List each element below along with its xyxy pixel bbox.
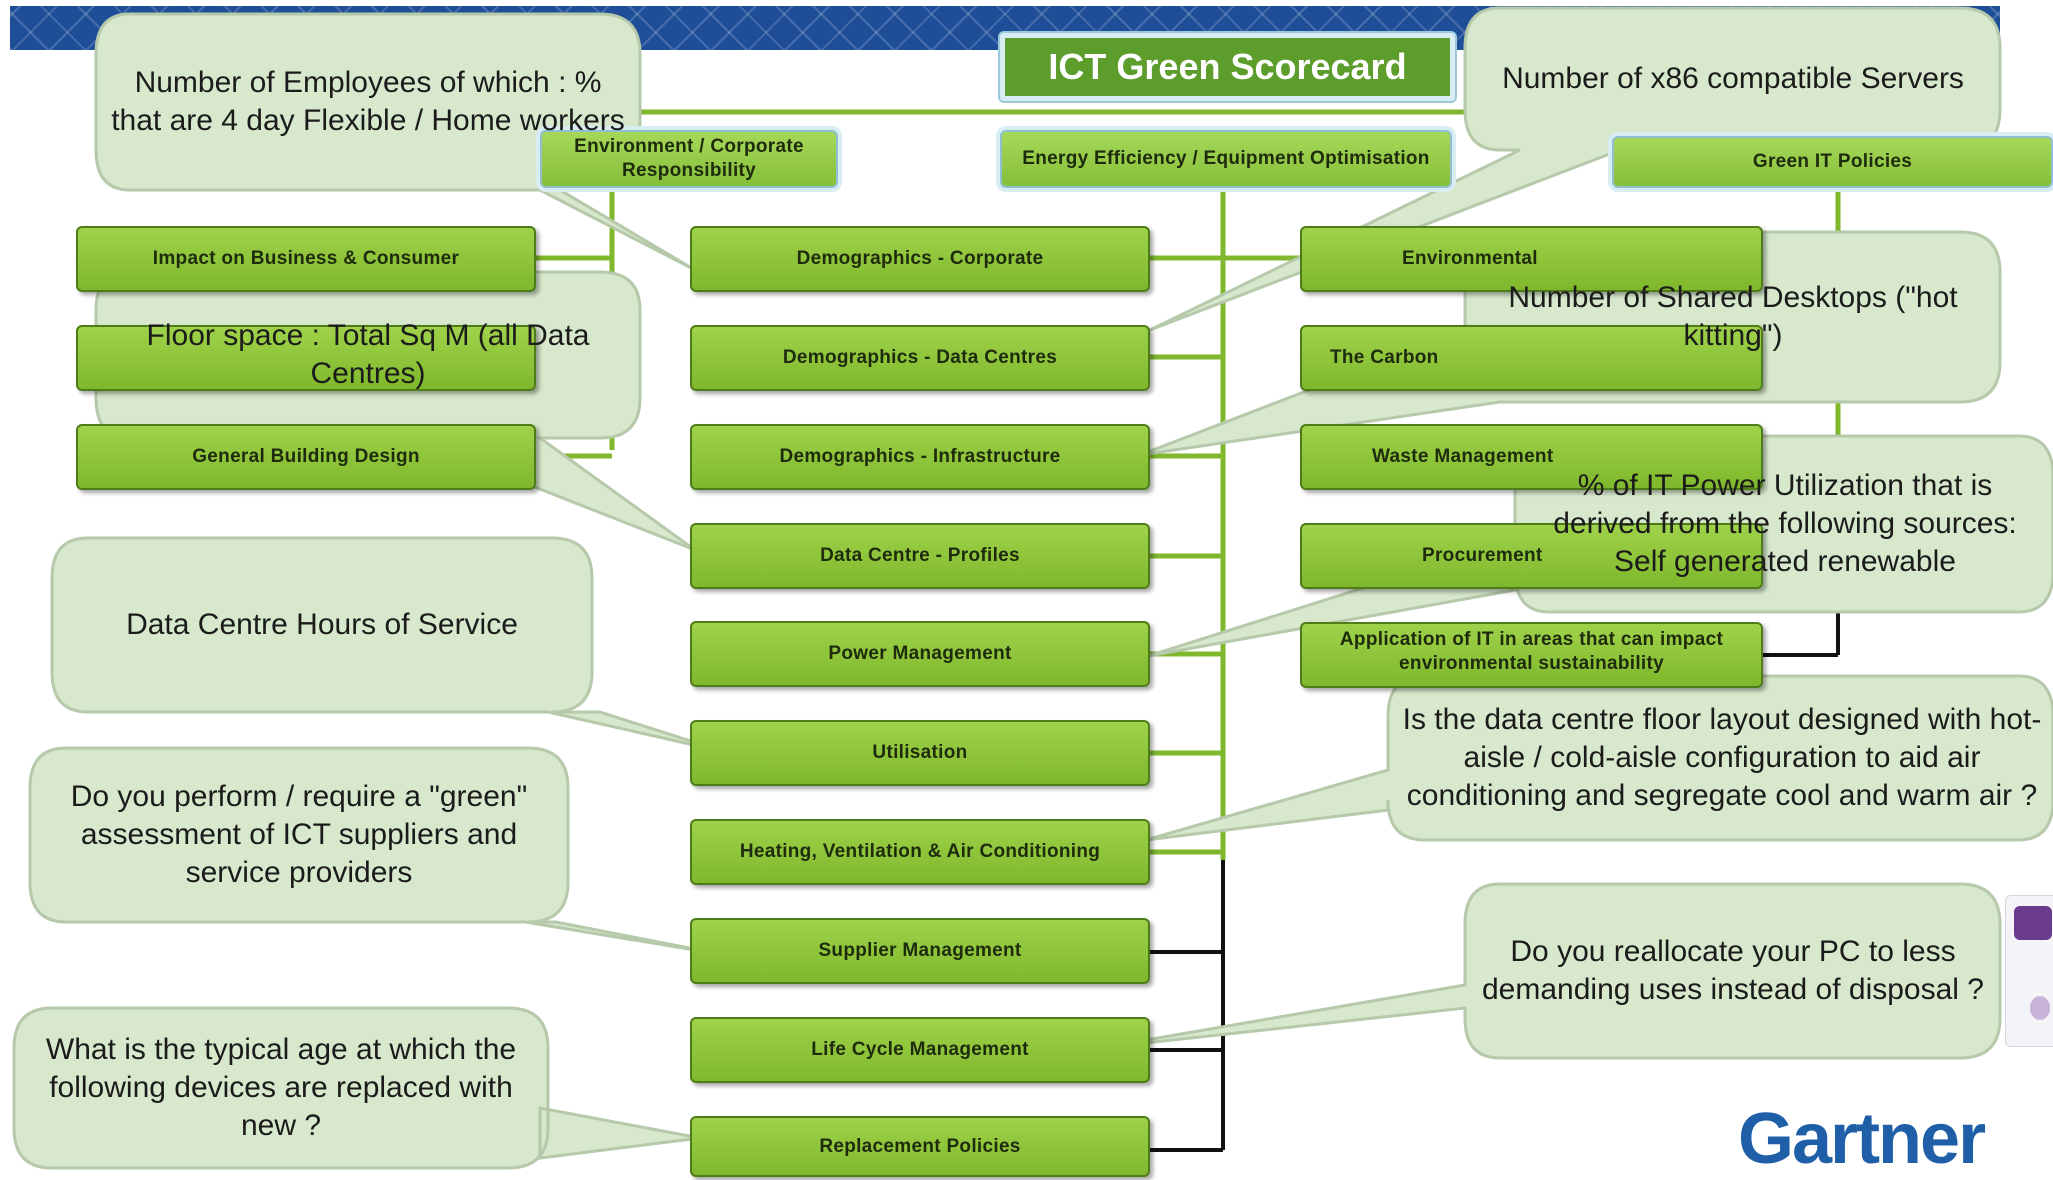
callout-hours-of-service: Data Centre Hours of Service — [126, 608, 518, 641]
header-green-it-policies: Green IT Policies — [1612, 136, 2053, 188]
center-box-replacement-policies: Replacement Policies — [690, 1116, 1150, 1177]
callout-green-assessment: Do you perform / require a "green" asses… — [70, 780, 528, 889]
left-box-building-design: General Building Design — [76, 424, 536, 490]
side-tab-logo-icon — [2014, 906, 2052, 940]
callout-reallocate-shape — [1099, 882, 2002, 1060]
left-box-impact: Impact on Business & Consumer — [76, 226, 536, 292]
center-box-hvac: Heating, Ventilation & Air Conditioning — [690, 819, 1150, 885]
right-box-carbon: The Carbon — [1300, 325, 1763, 391]
scorecard-title: ICT Green Scorecard — [1000, 33, 1455, 101]
center-box-demographics-infrastructure: Demographics - Infrastructure — [690, 424, 1150, 490]
left-box-2 — [76, 325, 536, 391]
callout-device-age: What is the typical age at which the fol… — [45, 1033, 517, 1142]
callout-age-shape — [12, 1006, 701, 1170]
callout-assessment-shape — [28, 746, 726, 957]
callout-floor-space: Floor space : Total Sq M (all Data Centr… — [146, 319, 590, 390]
header-environment: Environment / Corporate Responsibility — [540, 130, 838, 188]
center-box-data-centre-profiles: Data Centre - Profiles — [690, 523, 1150, 589]
center-box-power-management: Power Management — [690, 621, 1150, 687]
callout-layout-shape — [1145, 674, 2053, 842]
callout-reallocate-pc: Do you reallocate your PC to less demand… — [1481, 935, 1984, 1006]
right-box-environmental: Environmental — [1300, 226, 1763, 292]
gartner-logo: Gartner — [1738, 1099, 1986, 1179]
callout-x86-servers: Number of x86 compatible Servers — [1502, 62, 1964, 95]
center-box-demographics-data-centres: Demographics - Data Centres — [690, 325, 1150, 391]
side-tab-fragment — [2005, 895, 2053, 1047]
right-box-waste-management: Waste Management — [1300, 424, 1763, 490]
callout-employees: Number of Employees of which : % that ar… — [111, 66, 625, 137]
callout-power-utilization: % of IT Power Utilization that is derive… — [1553, 469, 2017, 578]
callout-floor-layout: Is the data centre floor layout designed… — [1402, 703, 2042, 812]
callout-employees-shape — [94, 12, 696, 272]
center-box-utilisation: Utilisation — [690, 720, 1150, 786]
header-energy-efficiency: Energy Efficiency / Equipment Optimisati… — [1000, 130, 1452, 188]
center-box-life-cycle-management: Life Cycle Management — [690, 1017, 1150, 1083]
center-box-supplier-management: Supplier Management — [690, 918, 1150, 984]
right-box-procurement: Procurement — [1300, 523, 1763, 589]
center-box-demographics-corporate: Demographics - Corporate — [690, 226, 1150, 292]
right-box-application-of-it: Application of IT in areas that can impa… — [1300, 622, 1763, 688]
side-tab-badge-icon — [2030, 996, 2050, 1020]
callout-hours-shape — [50, 536, 726, 754]
black-connectors — [1150, 600, 1840, 1152]
callout-shared-desktops: Number of Shared Desktops ("hot kitting"… — [1508, 281, 1958, 352]
